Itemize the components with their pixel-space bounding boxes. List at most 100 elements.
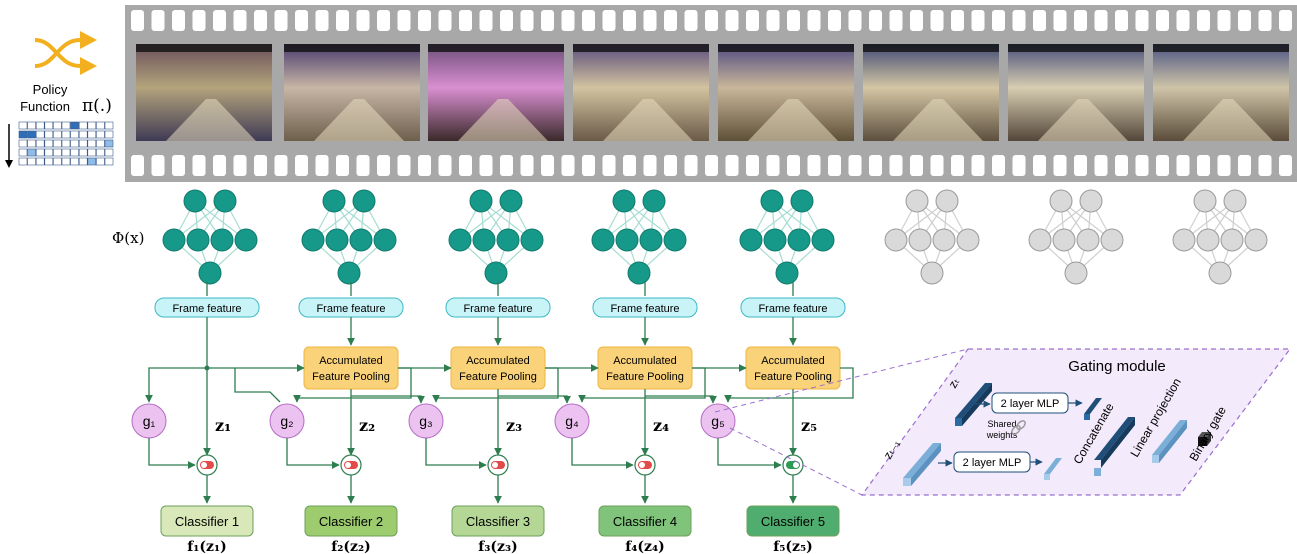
policy-grid-cell bbox=[78, 139, 88, 148]
backbone-node bbox=[811, 228, 835, 252]
film-hole bbox=[828, 155, 841, 176]
backbone-node bbox=[884, 228, 908, 252]
policy-grid-cell bbox=[35, 130, 45, 139]
film-hole bbox=[1258, 155, 1272, 176]
video-frame-letterbox bbox=[284, 44, 420, 52]
switch-knob bbox=[201, 462, 207, 468]
video-frame-letterbox bbox=[136, 44, 272, 52]
classifier-box bbox=[451, 505, 545, 537]
film-hole bbox=[131, 10, 144, 31]
film-hole bbox=[336, 10, 349, 31]
active-backbone bbox=[162, 189, 258, 285]
film-holes-top bbox=[131, 10, 1292, 31]
policy-grid-cell bbox=[27, 121, 36, 130]
film-hole bbox=[1115, 10, 1128, 31]
gate-label: g₅ bbox=[711, 413, 724, 429]
film-hole bbox=[705, 155, 718, 176]
film-hole bbox=[787, 155, 800, 176]
policy-grid-cell bbox=[96, 148, 105, 157]
film-hole bbox=[397, 155, 411, 176]
connector-line bbox=[432, 367, 559, 403]
policy-grid-cell bbox=[61, 130, 71, 139]
frame-feature-label: Frame feature bbox=[610, 303, 679, 315]
film-hole bbox=[1135, 155, 1149, 176]
film-strip bbox=[125, 5, 1297, 182]
classifier-output-label: f₄(z₄) bbox=[625, 539, 664, 554]
policy-grid-cell bbox=[70, 148, 79, 157]
backbone-node bbox=[183, 189, 207, 213]
concatenate-bar bbox=[1094, 417, 1135, 476]
bowling-lane bbox=[1038, 99, 1128, 141]
policy-grid-cell bbox=[87, 139, 97, 148]
film-hole bbox=[1279, 10, 1292, 31]
film-hole bbox=[971, 10, 985, 31]
inactive-backbone bbox=[884, 189, 980, 285]
policy-grid-cell bbox=[44, 121, 54, 130]
film-hole bbox=[787, 10, 800, 31]
film-hole bbox=[664, 155, 677, 176]
down-arrow-icon bbox=[5, 124, 13, 168]
connector-line bbox=[578, 367, 706, 403]
policy-grid-cell bbox=[87, 130, 97, 139]
mlp-bottom-label: 2 layer MLP bbox=[963, 457, 1022, 469]
film-hole bbox=[623, 10, 636, 31]
film-hole bbox=[1156, 10, 1169, 31]
classifier-label: Classifier 1 bbox=[175, 514, 239, 529]
frame-feature-label: Frame feature bbox=[316, 303, 385, 315]
policy-grid-cell bbox=[87, 157, 97, 166]
policy-grid-cell bbox=[87, 121, 97, 130]
policy-grid-cell bbox=[35, 157, 45, 166]
backbone-node bbox=[905, 189, 929, 213]
policy-grid-cell bbox=[96, 157, 105, 166]
classifier-output-label: f₅(z₅) bbox=[773, 539, 812, 554]
film-hole bbox=[172, 10, 185, 31]
backbone-node bbox=[1076, 228, 1100, 252]
film-hole bbox=[1074, 155, 1087, 176]
backbone-node bbox=[932, 228, 956, 252]
feature-label: z₃ bbox=[506, 416, 522, 435]
film-hole bbox=[951, 155, 964, 176]
bowling-lane bbox=[893, 99, 983, 141]
film-hole bbox=[192, 10, 206, 31]
pooling-label-line2: Feature Pooling bbox=[606, 371, 684, 383]
policy-grid-cell bbox=[78, 148, 88, 157]
policy-grid-cell bbox=[35, 148, 45, 157]
gate-label: g₃ bbox=[419, 413, 433, 429]
video-frame-letterbox bbox=[718, 44, 854, 52]
inactive-backbone bbox=[1172, 189, 1268, 285]
gate-label: g₁ bbox=[143, 413, 156, 429]
policy-grid-cell bbox=[70, 121, 79, 130]
film-hole bbox=[1094, 10, 1108, 31]
policy-grid-cell bbox=[78, 157, 88, 166]
film-hole bbox=[705, 10, 718, 31]
backbone-node bbox=[499, 189, 523, 213]
film-hole bbox=[1197, 155, 1210, 176]
film-hole bbox=[479, 10, 493, 31]
video-frame-letterbox bbox=[863, 44, 999, 52]
policy-grid-cell bbox=[35, 139, 45, 148]
video-frames bbox=[136, 44, 1289, 141]
backbone-node bbox=[1223, 189, 1247, 213]
film-hole bbox=[582, 10, 595, 31]
film-hole bbox=[623, 155, 636, 176]
backbone-node bbox=[1208, 261, 1232, 285]
policy-grid-cell bbox=[44, 148, 54, 157]
film-hole bbox=[684, 10, 698, 31]
classifier-box bbox=[746, 505, 840, 537]
backbone-node bbox=[484, 261, 508, 285]
film-hole bbox=[910, 155, 923, 176]
backbone-node bbox=[1064, 261, 1088, 285]
backbone-node bbox=[352, 189, 376, 213]
film-hole bbox=[1012, 155, 1026, 176]
frame-feature-label: Frame feature bbox=[463, 303, 532, 315]
backbone-node bbox=[1220, 228, 1244, 252]
film-hole bbox=[213, 155, 226, 176]
policy-grid-cell bbox=[61, 148, 71, 157]
film-hole bbox=[377, 10, 390, 31]
connector-line bbox=[717, 438, 782, 469]
backbone-node bbox=[234, 228, 258, 252]
film-hole bbox=[1053, 155, 1067, 176]
backbone-symbol: Φ(x) bbox=[112, 229, 144, 247]
backbone-node bbox=[1028, 228, 1052, 252]
